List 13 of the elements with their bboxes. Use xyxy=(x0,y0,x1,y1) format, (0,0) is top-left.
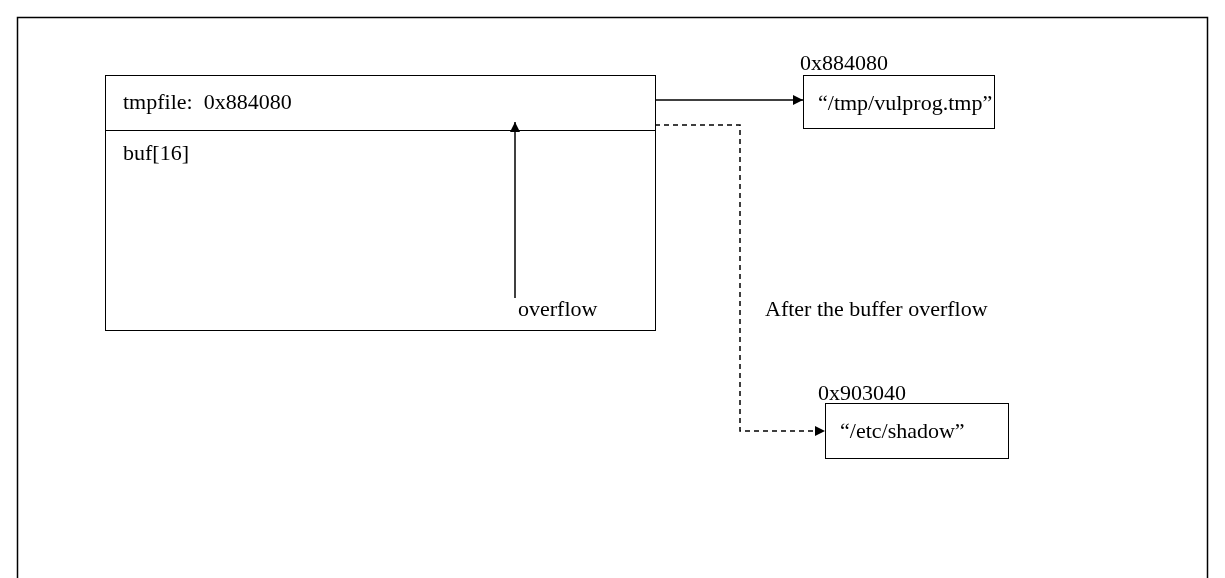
string-value: “/etc/shadow” xyxy=(840,418,965,444)
arrow xyxy=(654,95,804,105)
address-label: 0x884080 xyxy=(800,50,888,76)
overflow-label: overflow xyxy=(518,296,598,322)
variable-label: buf[16] xyxy=(123,140,189,166)
string-box xyxy=(803,75,995,129)
memory-stack-box xyxy=(105,75,656,331)
arrow xyxy=(654,124,826,436)
variable-label: tmpfile: 0x884080 xyxy=(123,89,292,115)
note-text: After the buffer overflow xyxy=(765,296,988,322)
string-box xyxy=(825,403,1009,459)
string-value: “/tmp/vulprog.tmp” xyxy=(818,90,993,116)
address-label: 0x903040 xyxy=(818,380,906,406)
